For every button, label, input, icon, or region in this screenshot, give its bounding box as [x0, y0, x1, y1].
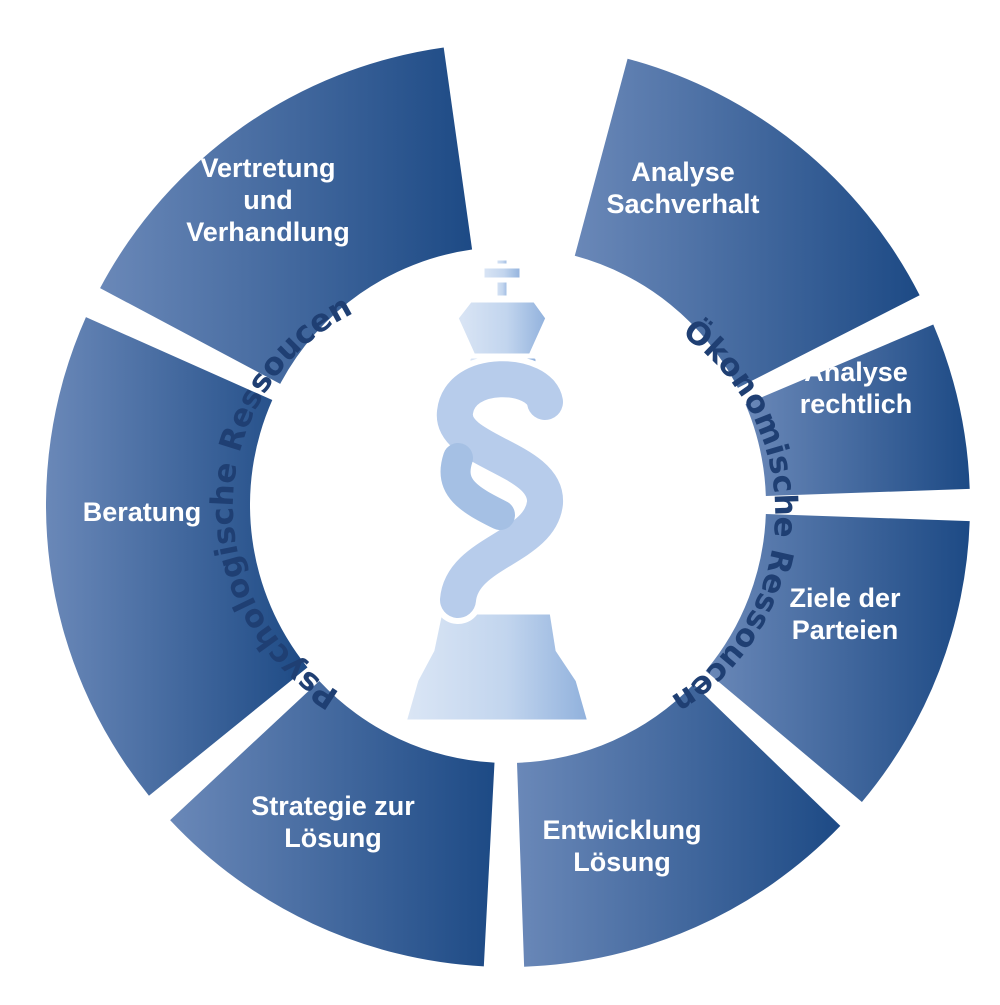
segment-shape [45, 317, 308, 796]
segment-shape [745, 324, 970, 496]
segment-shape [100, 47, 473, 384]
segment-shape [705, 514, 970, 802]
chess-king-paragraph-icon [400, 255, 594, 725]
segment-shape [170, 680, 495, 967]
segment-shape [517, 684, 841, 967]
segment-label: Beratung [83, 497, 202, 527]
segment-shape [574, 58, 920, 388]
segment-beratung: Beratung [45, 317, 308, 796]
